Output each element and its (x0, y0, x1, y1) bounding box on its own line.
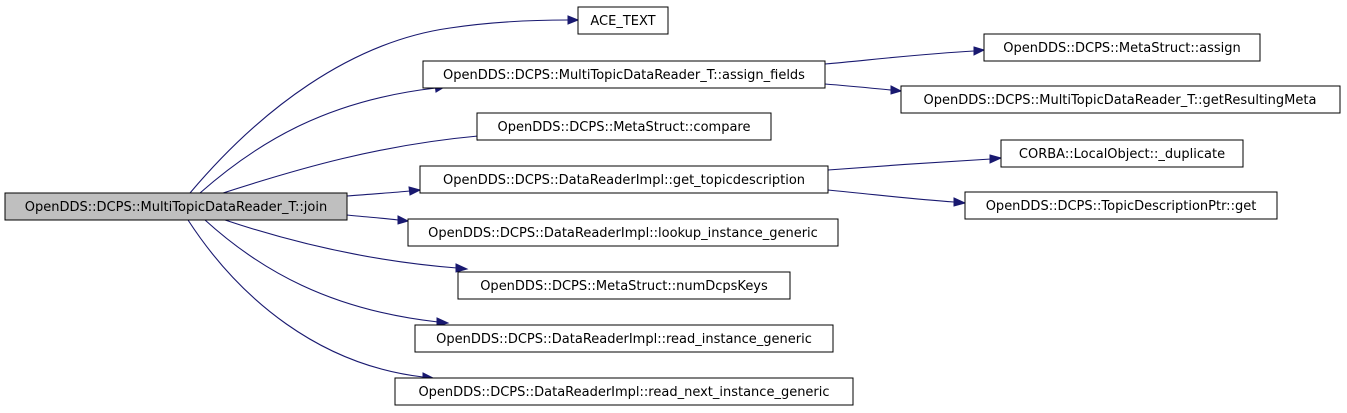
node-label: OpenDDS::DCPS::MultiTopicDataReader_T::g… (924, 93, 1317, 108)
node-label: OpenDDS::DCPS::DataReaderImpl::read_next… (418, 385, 829, 400)
node-label: OpenDDS::DCPS::MultiTopicDataReader_T::a… (443, 68, 805, 83)
edge-join-lookup-instance-generic (346, 214, 410, 225)
node-get-topicdescription[interactable]: OpenDDS::DCPS::DataReaderImpl::get_topic… (419, 165, 829, 194)
edge-join-assign-fields (199, 83, 448, 194)
node-get-resulting-meta[interactable]: OpenDDS::DCPS::MultiTopicDataReader_T::g… (900, 85, 1341, 114)
edge-get-topicdescription-topic-description-ptr-get (827, 189, 967, 207)
edge-assign-fields-get-resulting-meta (824, 83, 903, 95)
node-label: CORBA::LocalObject::_duplicate (1019, 147, 1225, 162)
node-label: OpenDDS::DCPS::MetaStruct::assign (1003, 41, 1241, 56)
node-local-object-duplicate[interactable]: CORBA::LocalObject::_duplicate (1000, 139, 1244, 168)
edge-join-num-dcps-keys (224, 219, 469, 273)
node-lookup-instance-generic[interactable]: OpenDDS::DCPS::DataReaderImpl::lookup_in… (407, 218, 839, 247)
node-label: OpenDDS::DCPS::MetaStruct::compare (498, 120, 751, 135)
node-label: OpenDDS::DCPS::MetaStruct::numDcpsKeys (480, 279, 768, 294)
node-label: OpenDDS::DCPS::DataReaderImpl::read_inst… (436, 332, 812, 347)
node-label: OpenDDS::DCPS::DataReaderImpl::get_topic… (443, 173, 805, 188)
node-topic-description-ptr-get[interactable]: OpenDDS::DCPS::TopicDescriptionPtr::get (964, 191, 1278, 220)
edge-join-get-topicdescription (346, 186, 422, 197)
node-join[interactable]: OpenDDS::DCPS::MultiTopicDataReader_T::j… (4, 192, 348, 221)
node-read-instance-generic[interactable]: OpenDDS::DCPS::DataReaderImpl::read_inst… (414, 324, 834, 353)
edges (187, 15, 1003, 382)
node-label: OpenDDS::DCPS::DataReaderImpl::lookup_in… (428, 226, 818, 241)
edge-join-ace-text (189, 15, 580, 194)
node-label: ACE_TEXT (590, 14, 655, 29)
edge-get-topicdescription-local-object-duplicate (827, 154, 1003, 171)
node-label: OpenDDS::DCPS::TopicDescriptionPtr::get (986, 199, 1257, 214)
nodes: OpenDDS::DCPS::MultiTopicDataReader_T::j… (4, 6, 1341, 406)
node-read-next-instance-generic[interactable]: OpenDDS::DCPS::DataReaderImpl::read_next… (394, 377, 854, 406)
node-label: OpenDDS::DCPS::MultiTopicDataReader_T::j… (25, 200, 327, 215)
node-metastruct-assign[interactable]: OpenDDS::DCPS::MetaStruct::assign (983, 33, 1261, 62)
node-metastruct-compare[interactable]: OpenDDS::DCPS::MetaStruct::compare (476, 112, 772, 141)
node-num-dcps-keys[interactable]: OpenDDS::DCPS::MetaStruct::numDcpsKeys (457, 271, 791, 300)
edge-assign-fields-metastruct-assign (824, 46, 986, 65)
node-assign-fields[interactable]: OpenDDS::DCPS::MultiTopicDataReader_T::a… (422, 60, 826, 89)
node-ace-text[interactable]: ACE_TEXT (577, 6, 669, 35)
